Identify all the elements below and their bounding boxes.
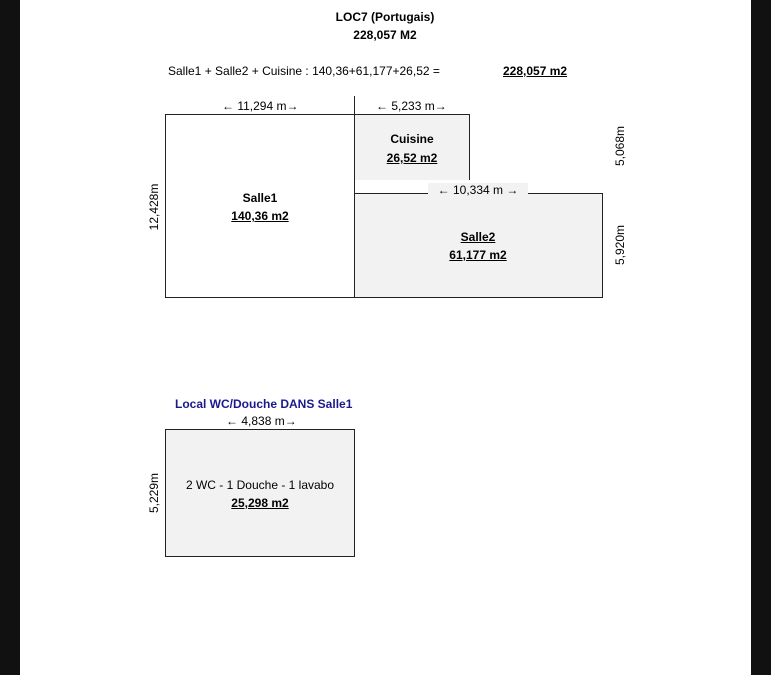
wc-section-title: Local WC/Douche DANS Salle1 — [175, 397, 353, 411]
wc-height-dimension: 5,229m — [147, 472, 161, 514]
total-area: 228,057 M2 — [353, 28, 417, 42]
wc-room — [165, 429, 355, 557]
cuisine-name: Cuisine — [390, 132, 434, 146]
page-title: LOC7 (Portugais) — [335, 10, 435, 24]
salle2-name: Salle2 — [460, 230, 496, 244]
salle2-room — [354, 193, 603, 298]
salle1-room — [165, 114, 355, 298]
left-frame-band — [0, 0, 20, 675]
wc-width-dimension: ← 4,838 m→ — [226, 414, 297, 428]
area-formula-result: 228,057 m2 — [503, 64, 568, 78]
salle1-width-dimension: ← 11,294 m→ — [222, 99, 299, 113]
right-frame-band — [751, 0, 771, 675]
cuisine-width-dimension: ← 5,233 m→ — [376, 99, 447, 113]
area-formula: Salle1 + Salle2 + Cuisine : 140,36+61,17… — [168, 64, 440, 78]
cuisine-area: 26,52 m2 — [386, 151, 438, 165]
wc-area: 25,298 m2 — [231, 496, 289, 510]
salle1-height-dimension: 12,428m — [147, 183, 161, 231]
salle2-height-dimension: 5,920m — [613, 224, 627, 266]
cuisine-room — [354, 114, 470, 180]
salle1-area: 140,36 m2 — [231, 209, 289, 223]
cuisine-height-dimension: 5,068m — [613, 125, 627, 167]
wc-description: 2 WC - 1 Douche - 1 lavabo — [185, 478, 335, 492]
salle1-name: Salle1 — [242, 191, 278, 205]
dimension-separator-line — [354, 96, 355, 116]
salle2-width-dimension: ← 10,334 m → — [428, 183, 528, 197]
salle2-area: 61,177 m2 — [449, 248, 507, 262]
